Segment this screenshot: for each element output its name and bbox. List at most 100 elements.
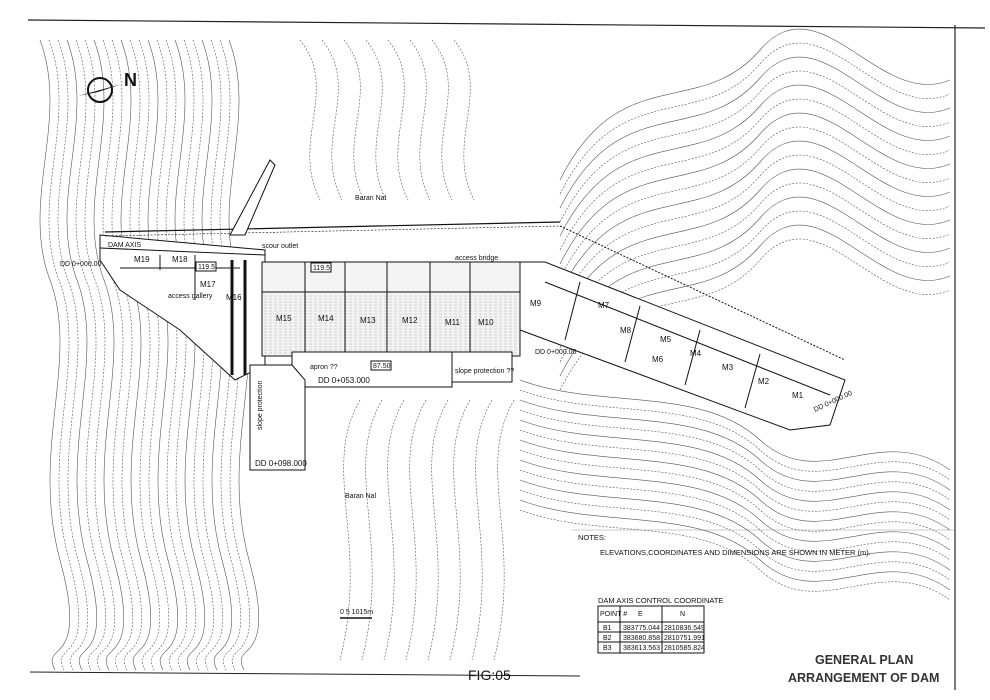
- contour-line: [519, 439, 951, 531]
- contour-line: [559, 42, 951, 195]
- chainage-apron: DD 0+053.000: [318, 376, 370, 385]
- svg-text:2810836.549: 2810836.549: [664, 625, 705, 632]
- elevation-label: 119.5: [198, 264, 215, 271]
- contour-line: [75, 39, 106, 671]
- contour-line: [559, 98, 951, 251]
- dam-axis-label: DAM AXIS: [108, 242, 141, 249]
- table-row: B1 383775.044 2810836.549: [603, 625, 705, 632]
- table-header: N: [680, 611, 685, 618]
- contour-line: [156, 39, 187, 671]
- block-label-m16: M16: [226, 293, 242, 302]
- contour-line: [339, 399, 361, 661]
- chainage-downstream: DD 0+098.000: [255, 459, 307, 468]
- contour-line: [39, 39, 70, 671]
- slope-protection-label-2: slope protection: [257, 380, 264, 430]
- block-label-m3: M3: [722, 363, 734, 372]
- contour-line: [66, 39, 97, 671]
- block-label-m13: M13: [360, 316, 376, 325]
- contour-line: [559, 182, 951, 335]
- svg-text:383775.044: 383775.044: [623, 625, 660, 632]
- notes-heading: NOTES:: [578, 533, 606, 542]
- contour-line: [449, 399, 471, 661]
- block-label-m2: M2: [758, 377, 770, 386]
- contour-line: [228, 39, 259, 671]
- block-label-m11: M11: [445, 318, 461, 327]
- elevation-label: 87.50: [373, 363, 391, 370]
- contour-line: [138, 39, 169, 671]
- block-label-m10: M10: [478, 318, 494, 327]
- contour-line: [519, 459, 951, 551]
- slope-protection-block: [451, 351, 513, 383]
- table-title: DAM AXIS CONTROL COORDINATE: [598, 596, 723, 605]
- block-label-m19: M19: [134, 255, 150, 264]
- contour-line: [519, 479, 951, 571]
- contour-line: [201, 39, 232, 671]
- chainage-right-1: DD 0+000.00: [535, 349, 577, 356]
- contour-line: [165, 39, 196, 671]
- svg-text:B2: B2: [603, 635, 612, 642]
- contour-line: [519, 409, 951, 501]
- block-label-m6: M6: [652, 355, 664, 364]
- contour-line: [299, 39, 321, 201]
- contour-line: [519, 429, 951, 521]
- sheet-border-top: [27, 19, 986, 29]
- contour-line: [493, 399, 515, 661]
- contour-line: [192, 39, 223, 671]
- contour-line: [427, 399, 449, 661]
- apron-label: apron ??: [310, 364, 338, 371]
- access-gallery-label: access gallery: [168, 293, 213, 300]
- place-label: Baran Nal: [355, 195, 387, 202]
- place-label: Baran Nal: [345, 493, 377, 500]
- control-coordinate-table: DAM AXIS CONTROL COORDINATE POINT # E N …: [597, 596, 723, 654]
- upstream-road: [229, 159, 276, 236]
- spillway-block: [261, 261, 521, 357]
- contour-line: [559, 154, 951, 307]
- access-bridge-label: access bridge: [455, 255, 498, 262]
- sheet-border-bottom: [29, 671, 581, 677]
- contour-line: [120, 39, 151, 671]
- spillway-hatching: [264, 295, 518, 354]
- contour-line: [174, 39, 205, 671]
- contour-line: [405, 399, 427, 661]
- contour-line: [519, 399, 951, 491]
- contour-line: [519, 469, 951, 561]
- svg-text:2810751.991: 2810751.991: [664, 635, 705, 642]
- terrain-contours: [39, 28, 951, 671]
- svg-text:383613.563: 383613.563: [623, 645, 660, 652]
- contour-line: [559, 140, 951, 293]
- block-label-m8: M8: [620, 326, 632, 335]
- contour-line: [453, 39, 475, 201]
- contour-line: [183, 39, 214, 671]
- contour-line: [387, 39, 409, 201]
- contour-line: [519, 419, 951, 511]
- scour-outlet-label: scour outlet: [262, 243, 298, 250]
- contour-line: [559, 70, 951, 223]
- contour-line: [519, 379, 951, 471]
- figure-label: FIG:05: [468, 667, 511, 683]
- contour-line: [431, 39, 453, 201]
- block-label-m1: M1: [792, 391, 804, 400]
- contour-line: [409, 39, 431, 201]
- contour-line: [210, 39, 241, 671]
- svg-text:N: N: [124, 70, 137, 90]
- block-label-m17: M17: [200, 280, 216, 289]
- contour-line: [361, 399, 383, 661]
- drawing-title-line2: ARRANGEMENT OF DAM: [788, 671, 939, 685]
- contour-line: [57, 39, 88, 671]
- contour-line: [559, 112, 951, 265]
- block-label-m7: M7: [598, 301, 610, 310]
- contour-line: [102, 39, 133, 671]
- svg-text:B1: B1: [603, 625, 612, 632]
- contour-line: [519, 509, 951, 601]
- contour-line: [519, 499, 951, 591]
- contour-line: [559, 56, 951, 209]
- contour-line: [559, 168, 951, 321]
- chainage-left: DD 0+000.00: [60, 261, 102, 268]
- slope-protection-label: slope protection ??: [455, 368, 514, 375]
- table-header: POINT #: [600, 611, 627, 618]
- contour-line: [559, 28, 951, 181]
- contour-line: [111, 39, 142, 671]
